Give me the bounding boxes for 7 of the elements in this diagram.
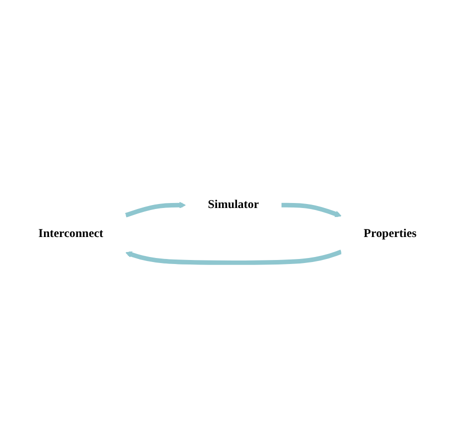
node-text: Interconnect (38, 227, 104, 240)
node-text: Properties (364, 227, 417, 240)
node-text: Simulator (208, 198, 260, 212)
cycle-diagram: Interconnect Simulator Properties (10, 179, 445, 269)
arrow (125, 250, 342, 266)
arrow (281, 203, 342, 218)
arrow (124, 202, 186, 218)
